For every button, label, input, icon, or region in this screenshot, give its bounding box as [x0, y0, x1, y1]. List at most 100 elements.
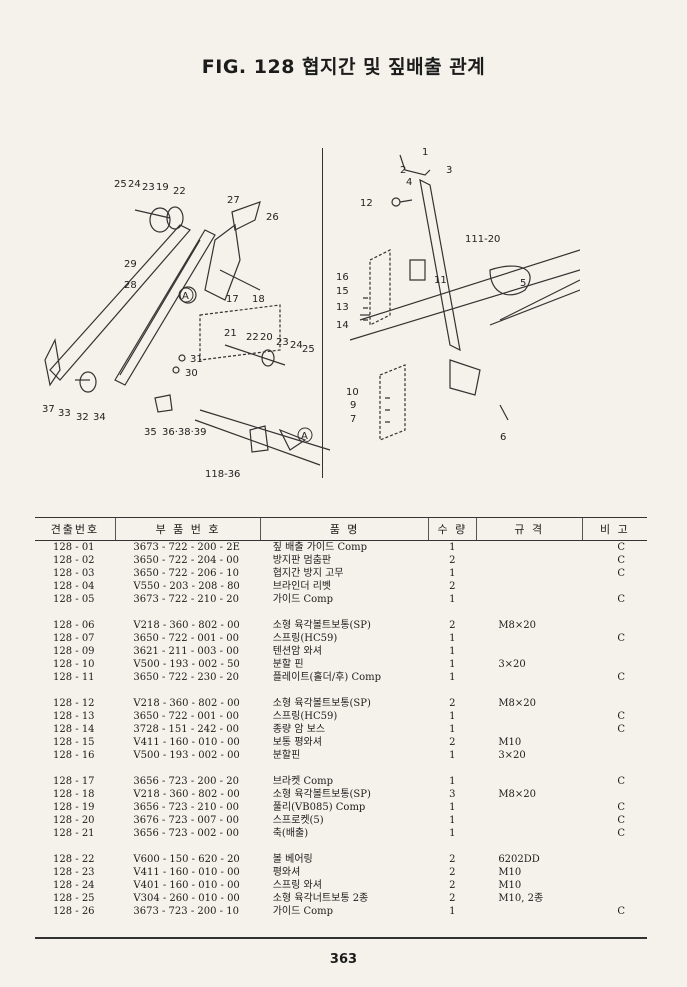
cell-qty: 1: [449, 815, 456, 826]
cell-part: V411 - 160 - 010 - 00: [133, 867, 240, 878]
cell-qty: 2: [449, 698, 456, 709]
cell-spec: [476, 671, 582, 684]
cell-spec: [476, 814, 582, 827]
cell-part: 3650 - 722 - 001 - 00: [133, 633, 239, 644]
cell-spec: 6202DD: [498, 854, 540, 865]
cell-part: 3656 - 723 - 200 - 20: [133, 776, 239, 787]
callout-5: 5: [520, 278, 526, 289]
cell-qty: 1: [449, 542, 456, 553]
cell-name: 축(배출): [272, 828, 309, 839]
callout-7: 7: [350, 414, 356, 425]
cell-spec: M10: [498, 880, 522, 891]
cell-part: 3621 - 211 - 003 - 00: [133, 646, 239, 657]
callout-16: 16: [336, 272, 349, 283]
cell-qty: 2: [449, 555, 456, 566]
cell-part: V550 - 203 - 208 - 80: [133, 581, 240, 592]
cell-name: 가이드 Comp: [272, 906, 334, 917]
callout-36-38-39: 36·38·39: [162, 427, 207, 438]
cell-qty: 1: [449, 646, 456, 657]
cell-qty: 1: [449, 724, 456, 735]
cell-spec: [476, 775, 582, 788]
callout-29: 29: [124, 259, 137, 270]
cell-name: 짚 배출 가이드 Comp: [272, 542, 368, 553]
cell-part: 3673 - 723 - 200 - 10: [133, 906, 239, 917]
cell-rem: [582, 580, 647, 593]
cell-spec: [476, 905, 582, 918]
callout-19: 19: [156, 182, 169, 193]
callout-24b: 24: [290, 340, 303, 351]
cell-qty: 1: [449, 906, 456, 917]
cell-spec: [476, 801, 582, 814]
cell-rem: C: [617, 711, 625, 722]
cell-spec: M10: [498, 737, 522, 748]
cell-rem: [582, 892, 647, 905]
cell-spec: M8×20: [498, 789, 537, 800]
group-spacer: [35, 762, 647, 775]
cell-spec: [476, 541, 582, 555]
cell-spec: [476, 567, 582, 580]
cell-name: 보통 평와셔: [272, 737, 322, 748]
header-spec: 규 격: [475, 517, 583, 541]
callout-6: 6: [500, 432, 506, 443]
header-number: 견출번호: [35, 517, 116, 541]
table-row: 128 - 09 3621 - 211 - 003 - 00 텐션암 와셔 1: [35, 645, 647, 658]
marker-a-left: A: [182, 291, 189, 302]
callout-32: 32: [76, 412, 89, 423]
callout-20: 20: [260, 332, 273, 343]
diagram-divider: [322, 148, 323, 478]
callout-24: 24: [128, 179, 141, 190]
cell-qty: 1: [449, 711, 456, 722]
cell-no: 128 - 11: [53, 672, 95, 683]
cell-qty: 1: [449, 828, 456, 839]
cell-rem: C: [617, 568, 625, 579]
cell-qty: 2: [449, 880, 456, 891]
cell-part: V304 - 260 - 010 - 00: [133, 893, 240, 904]
cell-part: 3650 - 722 - 230 - 20: [133, 672, 239, 683]
cell-rem: [582, 879, 647, 892]
cell-qty: 1: [449, 802, 456, 813]
cell-qty: 1: [449, 750, 456, 761]
callout-31: 31: [190, 354, 203, 365]
cell-name: 텐션암 와셔: [272, 646, 322, 657]
cell-spec: M8×20: [498, 620, 537, 631]
cell-no: 128 - 01: [53, 542, 95, 553]
cell-spec: [476, 554, 582, 567]
cell-name: 스프링(HC59): [272, 633, 338, 644]
cell-name: 분할 핀: [272, 659, 304, 670]
group-spacer: [35, 840, 647, 853]
cell-spec: [476, 580, 582, 593]
cell-no: 128 - 10: [53, 659, 95, 670]
cell-part: 3650 - 722 - 001 - 00: [133, 711, 239, 722]
cell-name: 스프링 와셔: [272, 880, 322, 891]
callout-10: 10: [346, 387, 359, 398]
cell-rem: C: [617, 802, 625, 813]
cell-no: 128 - 23: [53, 867, 95, 878]
cell-rem: [582, 749, 647, 762]
cell-part: V600 - 150 - 620 - 20: [133, 854, 240, 865]
cell-no: 128 - 04: [53, 581, 95, 592]
cell-qty: 1: [449, 568, 456, 579]
cell-spec: [476, 645, 582, 658]
callout-34: 34: [93, 412, 106, 423]
cell-name: 풀리(VB085) Comp: [272, 802, 366, 813]
cell-spec: M8×20: [498, 698, 537, 709]
cell-spec: M10, 2종: [498, 893, 544, 904]
cell-part: V500 - 193 - 002 - 50: [133, 659, 240, 670]
cell-no: 128 - 07: [53, 633, 95, 644]
cell-no: 128 - 09: [53, 646, 95, 657]
cell-no: 128 - 19: [53, 802, 95, 813]
callout-26: 26: [266, 212, 279, 223]
